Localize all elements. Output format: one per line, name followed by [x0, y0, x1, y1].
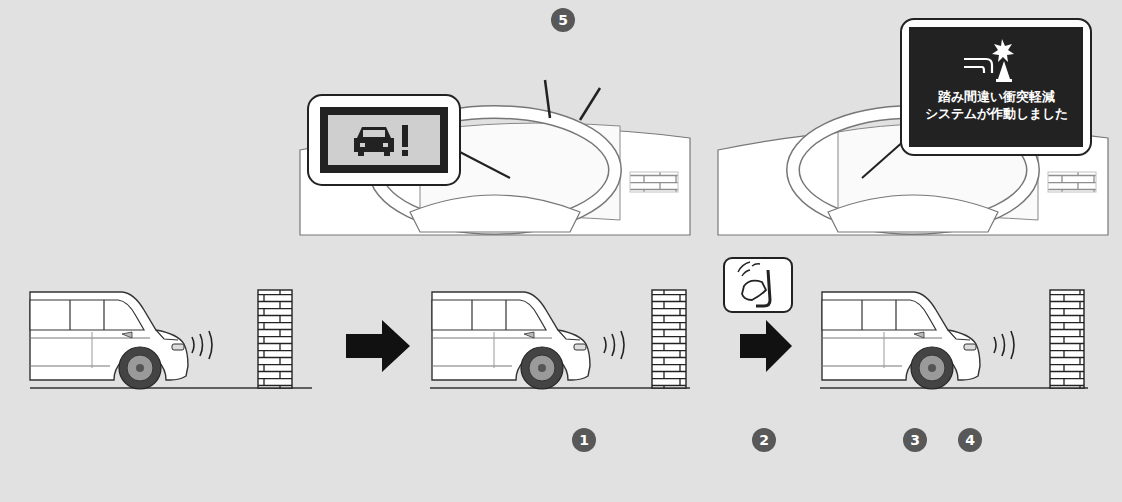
- callout-number: 5: [551, 8, 575, 32]
- display-callout: 踏み間違い衝突軽減 システムが作動しました: [900, 18, 1092, 156]
- callout-number: 1: [572, 428, 596, 452]
- display-screen: 踏み間違い衝突軽減 システムが作動しました: [909, 27, 1083, 147]
- callout-number: 2: [752, 428, 776, 452]
- callout-number: 3: [903, 428, 927, 452]
- callout-number: 4: [958, 428, 982, 452]
- system-icon: [956, 31, 1036, 87]
- display-message: 踏み間違い衝突軽減 システムが作動しました: [913, 89, 1079, 123]
